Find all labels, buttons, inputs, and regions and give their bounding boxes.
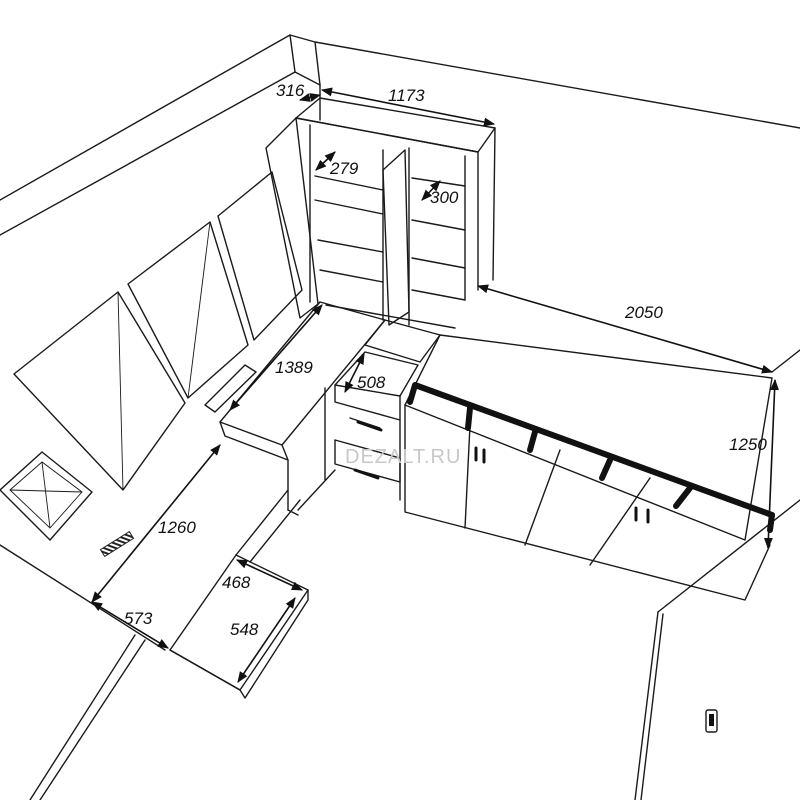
dim-548: 548	[230, 620, 259, 639]
dim-279: 279	[329, 159, 359, 178]
dim-468: 468	[222, 573, 251, 592]
dim-508: 508	[357, 373, 386, 392]
dim-1173: 1173	[388, 86, 425, 105]
dim-1389: 1389	[275, 358, 313, 377]
wall-socket	[705, 709, 718, 733]
desk	[219, 301, 441, 516]
dim-316: 316	[276, 81, 305, 100]
dim-2050: 2050	[624, 303, 663, 322]
dimension-labels: 316 1173 279 300 2050 1389 508 1250 1260…	[124, 81, 767, 639]
dim-1260: 1260	[158, 518, 196, 537]
wall-cabinet	[265, 97, 496, 329]
dim-573: 573	[124, 609, 153, 628]
skylight-windows	[13, 171, 303, 491]
dim-300: 300	[430, 188, 459, 207]
watermark: DEZALT.RU	[345, 446, 461, 468]
dim-1250: 1250	[729, 435, 767, 454]
dimension-lines	[91, 87, 780, 683]
room-walls	[0, 34, 800, 800]
roof-window	[0, 451, 93, 541]
